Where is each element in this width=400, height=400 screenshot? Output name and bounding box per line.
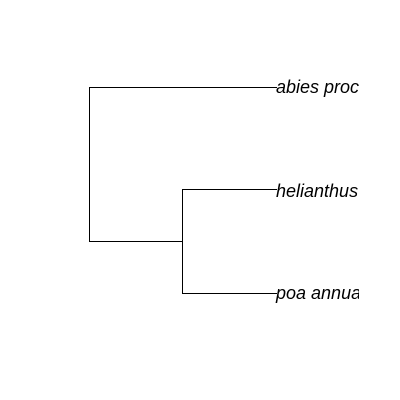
tip-label-1: abies procera [276,77,385,97]
tip-label-2: helianthus annuus [276,181,400,201]
tip-label-3: poa annua [275,283,361,303]
